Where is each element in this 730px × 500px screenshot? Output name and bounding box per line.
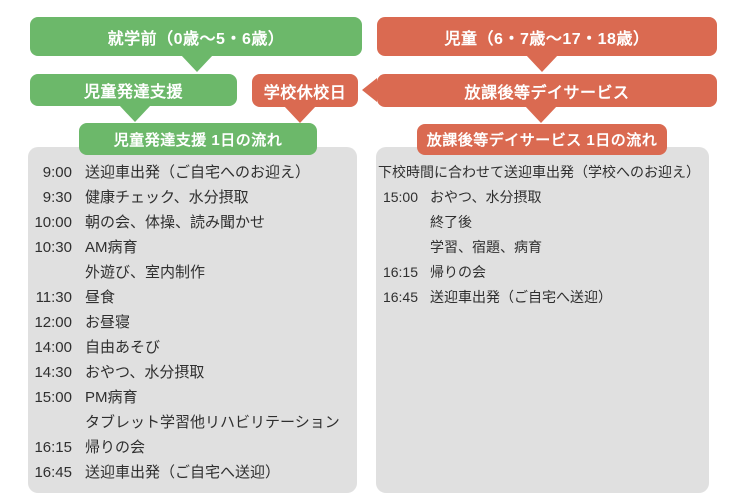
box-child-dev-support: 児童発達支援 xyxy=(30,74,237,106)
schedule-time xyxy=(376,235,418,260)
schedule-row: 終了後 xyxy=(376,210,709,235)
schedule-activity: 朝の会、体操、読み聞かせ xyxy=(85,214,266,231)
schedule-time: 16:45 xyxy=(34,464,72,481)
schedule-activity: 学習、宿題、病育 xyxy=(430,239,542,255)
child-dev-schedule-panel: 9:00 送迎車出発（ご自宅へのお迎え） 9:30 健康チェック、水分摂取 10:0… xyxy=(28,147,357,493)
schedule-activity: お昼寝 xyxy=(85,314,131,331)
schedule-row: 14:00 自由あそび xyxy=(28,335,357,360)
box-afterschool-dayservice: 放課後等デイサービス xyxy=(377,74,717,107)
schedule-time: 15:00 xyxy=(382,189,418,205)
schedule-row: 外遊び、室内制作 xyxy=(28,260,357,285)
schedule-activity: 昼食 xyxy=(85,289,116,306)
schedule-row: 10:00 朝の会、体操、読み聞かせ xyxy=(28,210,357,235)
school-age-arrow-down-icon xyxy=(526,55,558,72)
schedule-activity: 終了後 xyxy=(430,214,472,230)
schedule-activity: 帰りの会 xyxy=(430,264,486,280)
schedule-activity: おやつ、水分摂取 xyxy=(430,189,542,205)
box-preschool: 就学前（0歳〜5・6歳） xyxy=(30,17,362,56)
schedule-time: 10:00 xyxy=(34,214,72,231)
schedule-row: 11:30 昼食 xyxy=(28,285,357,310)
schedule-row: 16:15 帰りの会 xyxy=(376,260,709,285)
schedule-time: 14:00 xyxy=(34,339,72,356)
schedule-activity: 送迎車出発（ご自宅へ送迎） xyxy=(430,289,612,305)
schedule-time: 15:00 xyxy=(34,389,72,406)
schedule-time xyxy=(28,260,72,285)
schedule-row: タブレット学習他リハビリテーション xyxy=(28,410,357,435)
schedule-time: 12:00 xyxy=(34,314,72,331)
school-holiday-arrow-down-icon xyxy=(284,106,316,123)
schedule-time: 14:30 xyxy=(34,364,72,381)
afterschool-schedule-panel: 下校時間に合わせて送迎車出発（学校へのお迎え） 15:00 おやつ、水分摂取 終了… xyxy=(376,147,709,493)
schedule-time: 9:00 xyxy=(42,164,72,181)
schedule-row: 9:30 健康チェック、水分摂取 xyxy=(28,185,357,210)
afterschool-arrow-down-icon xyxy=(525,106,557,123)
schedule-row: 12:00 お昼寝 xyxy=(28,310,357,335)
schedule-row: 学習、宿題、病育 xyxy=(376,235,709,260)
schedule-time: 10:30 xyxy=(34,239,72,256)
schedule-activity: 送迎車出発（ご自宅へ送迎） xyxy=(85,464,281,481)
schedule-activity: 帰りの会 xyxy=(85,439,146,456)
schedule-activity: AM病育 xyxy=(85,239,138,256)
schedule-activity: タブレット学習他リハビリテーション xyxy=(85,414,340,431)
schedule-activity: 健康チェック、水分摂取 xyxy=(85,189,249,206)
box-child-dev-flow-title: 児童発達支援 1日の流れ xyxy=(79,123,317,155)
schedule-row: 16:45 送迎車出発（ご自宅へ送迎） xyxy=(28,460,357,485)
preschool-arrow-down-icon xyxy=(181,55,213,72)
schedule-row: 16:45 送迎車出発（ご自宅へ送迎） xyxy=(376,285,709,310)
box-school-holiday: 学校休校日 xyxy=(252,74,358,107)
afterschool-arrow-left-icon xyxy=(362,78,377,102)
schedule-row: 14:30 おやつ、水分摂取 xyxy=(28,360,357,385)
schedule-activity: 自由あそび xyxy=(85,339,161,356)
schedule-time: 11:30 xyxy=(35,289,72,306)
schedule-time: 16:15 xyxy=(34,439,72,456)
schedule-row: 15:00 おやつ、水分摂取 xyxy=(376,185,709,210)
schedule-row: 16:15 帰りの会 xyxy=(28,435,357,460)
afterschool-intro: 下校時間に合わせて送迎車出発（学校へのお迎え） xyxy=(378,164,700,180)
box-afterschool-flow-title: 放課後等デイサービス 1日の流れ xyxy=(417,124,667,155)
schedule-time: 9:30 xyxy=(42,189,72,206)
schedule-time xyxy=(28,410,72,435)
schedule-row: 15:00 PM病育 xyxy=(28,385,357,410)
schedule-time: 16:45 xyxy=(382,289,418,305)
schedule-activity: おやつ、水分摂取 xyxy=(85,364,205,381)
schedule-time: 16:15 xyxy=(382,264,418,280)
box-school-age: 児童（6・7歳〜17・18歳） xyxy=(377,17,717,56)
schedule-activity: PM病育 xyxy=(85,389,138,406)
schedule-row: 9:00 送迎車出発（ご自宅へのお迎え） xyxy=(28,160,357,185)
schedule-time xyxy=(376,210,418,235)
schedule-activity: 外遊び、室内制作 xyxy=(85,264,206,281)
schedule-activity: 送迎車出発（ご自宅へのお迎え） xyxy=(85,164,311,181)
child-dev-arrow-down-icon xyxy=(119,105,151,122)
schedule-row: 10:30 AM病育 xyxy=(28,235,357,260)
